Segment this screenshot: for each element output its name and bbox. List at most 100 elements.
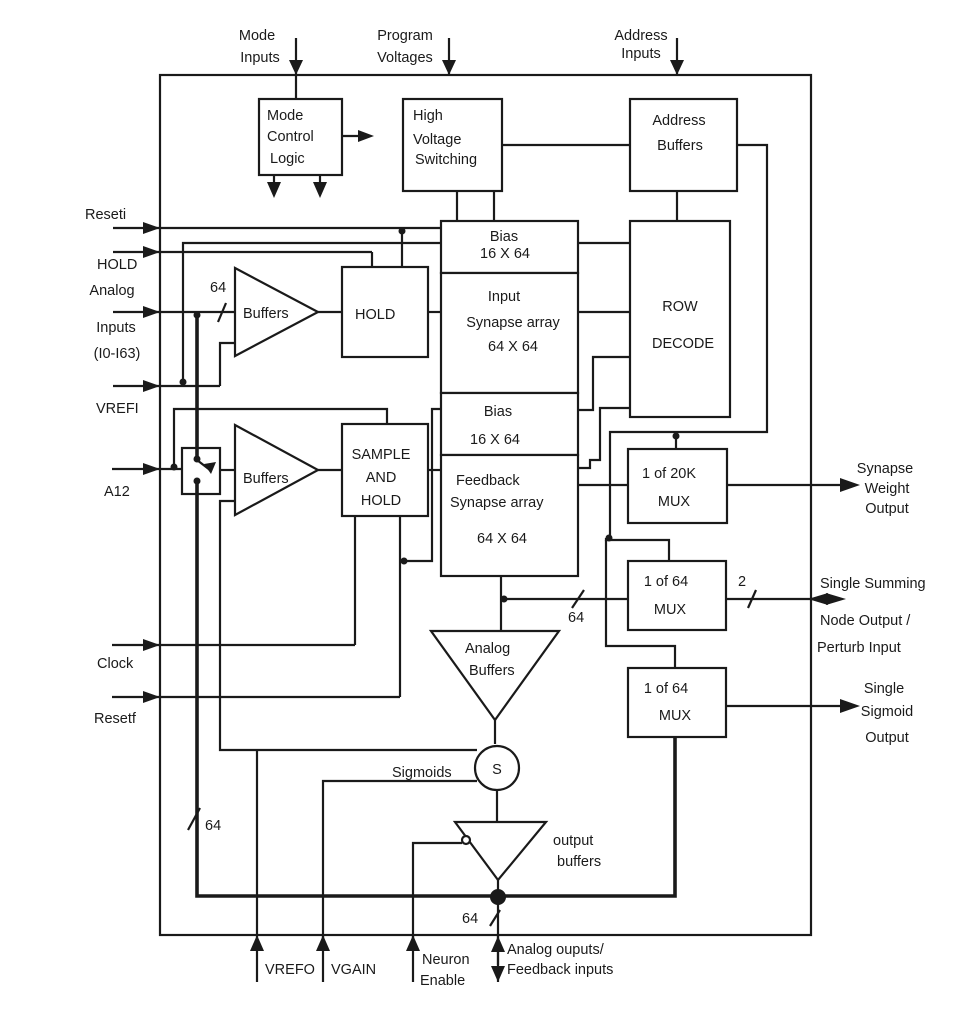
bias-top-block: Bias 16 X 64 — [439, 219, 580, 275]
arrow-down-icon — [442, 60, 456, 75]
synapse-weight-label-1: Synapse — [857, 461, 913, 477]
input-synapse-label-3: 64 X 64 — [488, 339, 538, 355]
bottom-pins: VREFO VGAIN Neuron Enable Analog ouputs/… — [250, 750, 613, 989]
arrow-down-icon — [491, 966, 505, 982]
analog-outputs-label-1: Analog ouputs/ — [507, 942, 605, 958]
sample-hold-label-2: AND — [366, 470, 397, 486]
analog-inputs-label-2: Inputs — [96, 320, 136, 336]
mode-inputs-pin: Mode Inputs — [239, 28, 303, 98]
out-bus-width-label: 64 — [462, 911, 478, 927]
reseti-label: Reseti — [85, 207, 126, 223]
resetf-label: Resetf — [94, 711, 137, 727]
hold-label: HOLD — [97, 257, 137, 273]
input-synapse-label-1: Input — [488, 289, 520, 305]
mux-64-a-label-2: MUX — [654, 602, 687, 618]
high-voltage-label-2: Voltage — [413, 132, 461, 148]
arrow-up-icon — [250, 935, 264, 951]
bias-bottom-block: Bias 16 X 64 — [439, 391, 580, 457]
mux-20k-label-2: MUX — [658, 494, 691, 510]
bias-bottom-label-2: 16 X 64 — [470, 432, 520, 448]
arrow-down-icon — [670, 60, 684, 75]
high-voltage-switching-block: High Voltage Switching — [401, 97, 630, 221]
mux-64-b-block: 1 of 64 MUX — [604, 540, 860, 739]
a12-switch — [180, 315, 235, 496]
arrow-right-icon — [826, 593, 846, 605]
mode-control-logic-block: Mode Control Logic — [257, 97, 374, 198]
high-voltage-label-1: High — [413, 108, 443, 124]
sigmoid-output-label-2: Sigmoid — [861, 704, 913, 720]
analog-buffers-label-2: Buffers — [469, 663, 515, 679]
row-decode-label-2: DECODE — [652, 336, 714, 352]
a12-label: A12 — [104, 484, 130, 500]
bias-top-label-1: Bias — [490, 229, 518, 245]
arrow-right-icon — [143, 222, 160, 234]
arrow-left-icon — [808, 593, 828, 605]
address-inputs-label-2: Inputs — [621, 46, 661, 62]
analog-buffers-label-1: Analog — [465, 641, 510, 657]
chip-outline — [158, 73, 813, 937]
arrow-right-icon — [143, 463, 160, 475]
input-synapse-array-block: Input Synapse array 64 X 64 — [439, 271, 580, 395]
arrow-right-icon — [840, 478, 860, 492]
address-buffers-label-2: Buffers — [657, 138, 703, 154]
feedback-synapse-label-3: 64 X 64 — [477, 531, 527, 547]
analog-buffers-amp: Analog Buffers — [428, 576, 562, 744]
sigmoid-label: S — [492, 762, 502, 778]
address-inputs-label-1: Address — [614, 28, 667, 44]
summing-node-label-2: Node Output / — [820, 613, 911, 629]
mode-control-label-1: Mode — [267, 108, 303, 124]
analog-inputs-label-1: Analog — [89, 283, 134, 299]
left-bus-width-label: 64 — [205, 818, 221, 834]
address-buffers-label-1: Address — [652, 113, 705, 129]
program-voltages-label-2: Voltages — [377, 50, 433, 66]
high-voltage-label-3: Switching — [415, 152, 477, 168]
neuron-enable-label-1: Neuron — [422, 952, 470, 968]
hold-block-label: HOLD — [355, 307, 395, 323]
mux-out-width-label: 2 — [738, 574, 746, 590]
vgain-label: VGAIN — [331, 962, 376, 978]
vrefo-label: VREFO — [265, 962, 315, 978]
arrow-up-icon — [491, 936, 505, 952]
buffers-top-amp: Buffers — [233, 266, 342, 358]
mux-64-b-label-1: 1 of 64 — [644, 681, 688, 697]
mux-64-a-block: 1 of 64 MUX 64 2 — [505, 534, 810, 632]
buffers-bottom-label: Buffers — [243, 471, 289, 487]
vrefi-label: VREFI — [96, 401, 139, 417]
summing-node-label-3: Perturb Input — [817, 640, 901, 656]
arrow-right-icon — [143, 691, 160, 703]
arrow-right-icon — [358, 130, 374, 142]
output-buffers-label-2: buffers — [557, 854, 601, 870]
sigmoids-label: Sigmoids — [392, 765, 452, 781]
sigmoid-block: S Sigmoids — [321, 744, 521, 940]
sample-hold-label-1: SAMPLE — [352, 447, 411, 463]
bias-top-label-2: 16 X 64 — [480, 246, 530, 262]
address-inputs-pin: Address Inputs — [614, 28, 684, 75]
arrow-down-icon — [267, 182, 281, 198]
analog-outputs-label-2: Feedback inputs — [507, 962, 613, 978]
buffers-top-label: Buffers — [243, 306, 289, 322]
mux-20k-label-1: 1 of 20K — [642, 466, 696, 482]
arrow-right-icon — [143, 306, 160, 318]
clock-label: Clock — [97, 656, 134, 672]
arrow-right-icon — [143, 246, 160, 258]
arrow-up-icon — [316, 935, 330, 951]
arrow-right-icon — [840, 699, 860, 713]
feedback-synapse-array-block: Feedback Synapse array 64 X 64 — [439, 453, 580, 578]
program-voltages-label-1: Program — [377, 28, 433, 44]
arrow-right-icon — [143, 639, 160, 651]
program-voltages-pin: Program Voltages — [377, 28, 456, 75]
left-inputs: Reseti HOLD Analog Inputs (I0-I63) 64 VR… — [85, 207, 441, 727]
row-decode-block: ROW DECODE — [578, 219, 732, 470]
output-buffers-amp: output buffers — [411, 820, 601, 940]
mode-control-label-2: Control — [267, 129, 314, 145]
sigmoid-output-label-1: Single — [864, 681, 904, 697]
sample-hold-label-3: HOLD — [361, 493, 401, 509]
mux-in-width-label: 64 — [568, 610, 584, 626]
arrow-up-icon — [406, 935, 420, 951]
analog-in-width-label: 64 — [210, 280, 226, 296]
input-synapse-label-2: Synapse array — [466, 315, 560, 331]
hold-block: HOLD — [340, 265, 441, 359]
summing-node-label-1: Single Summing — [820, 576, 926, 592]
summing-node-io — [808, 593, 846, 605]
